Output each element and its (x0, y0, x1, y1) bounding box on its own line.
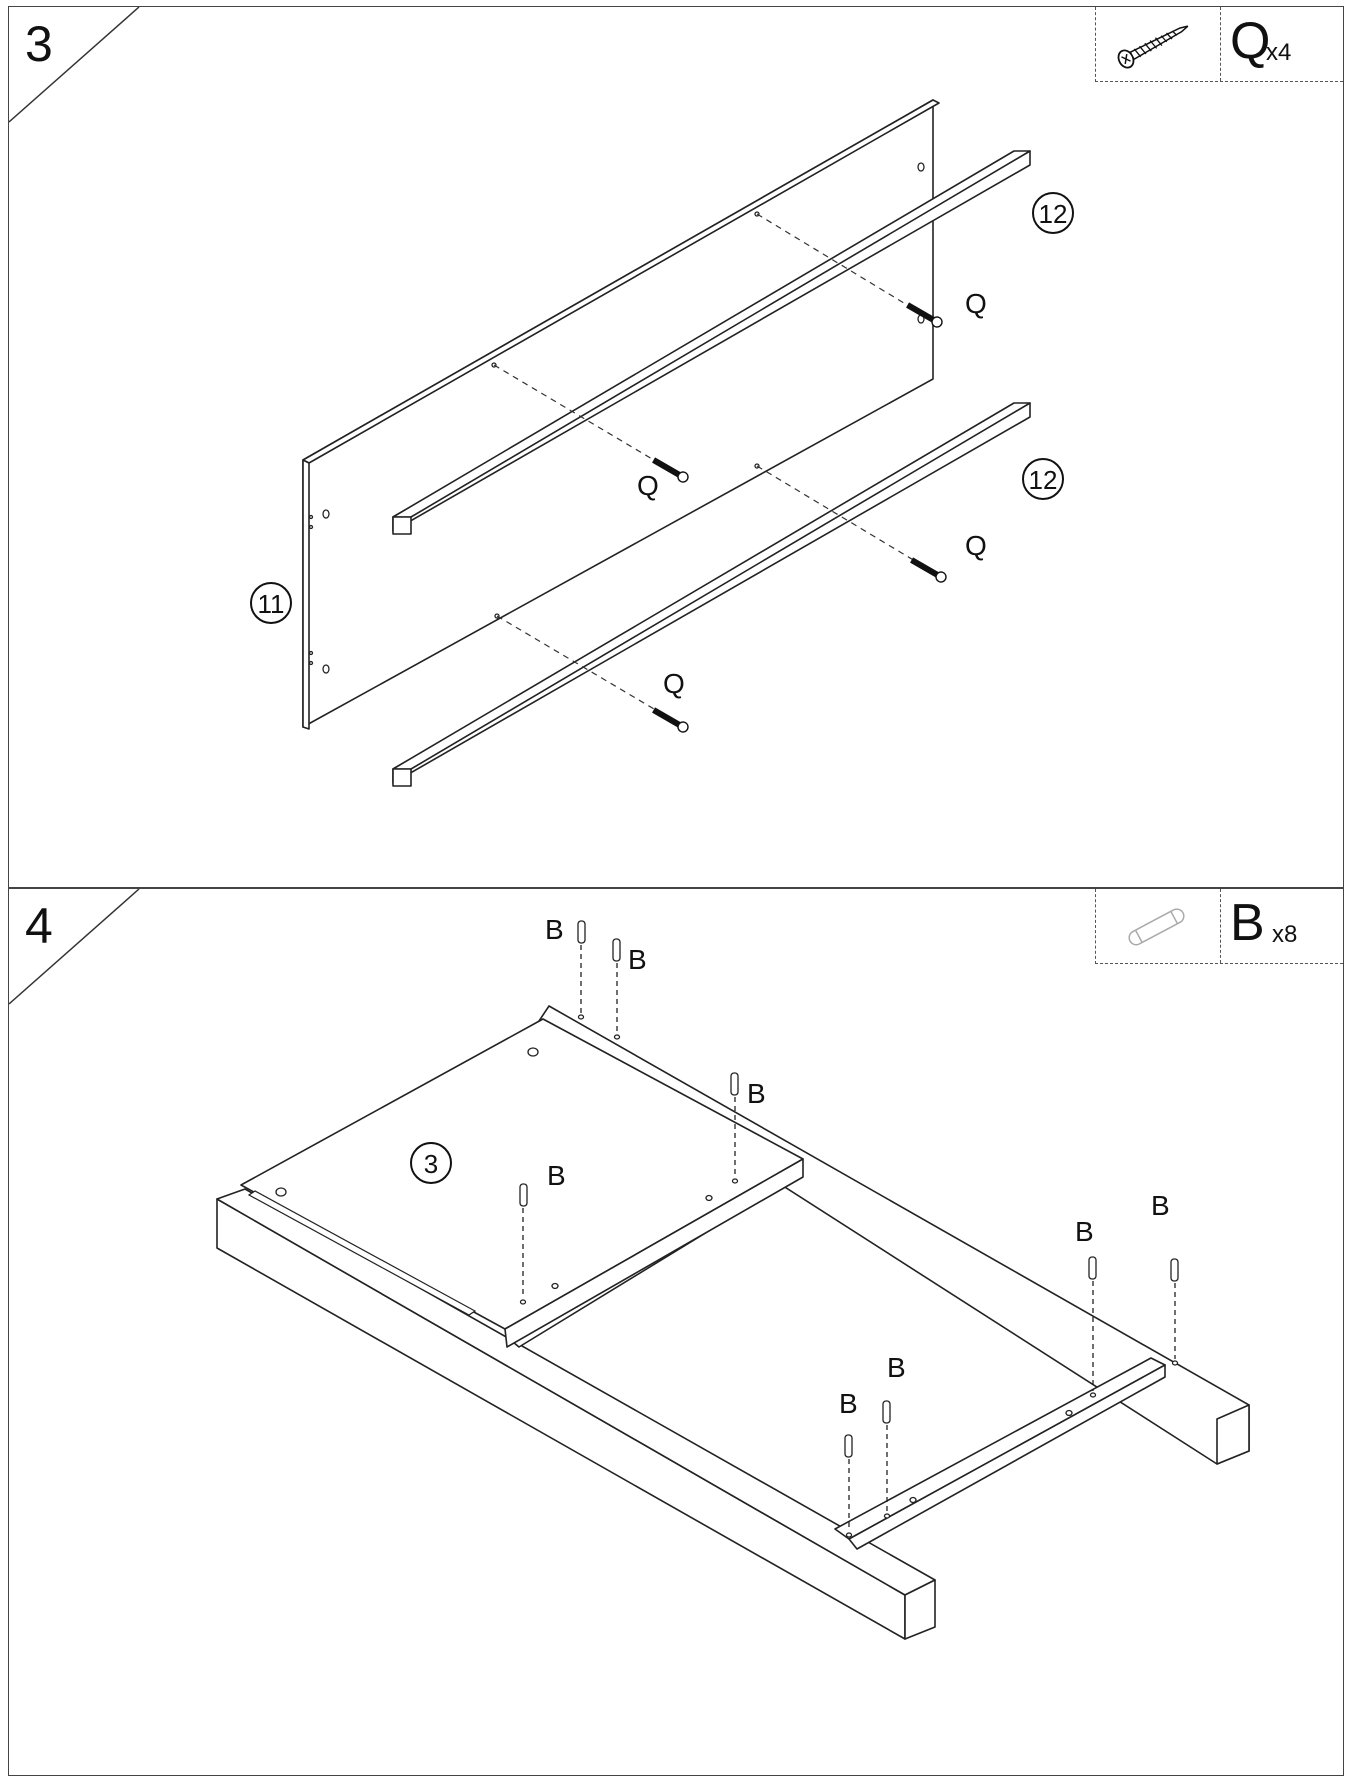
dowel-icon (577, 920, 586, 1013)
dowel-label: B (1151, 1190, 1170, 1221)
dowel-label: B (1075, 1216, 1094, 1247)
cross-rail (834, 1357, 1166, 1550)
part-badge (1022, 458, 1064, 500)
dowel-label: B (628, 944, 647, 975)
step-3-diagram: Q Q Q Q 11 12 12 (9, 7, 1074, 787)
part-number-12: 12 (1039, 199, 1068, 229)
hardware-quantity: x8 (1272, 921, 1298, 948)
board-holes (275, 1014, 1179, 1538)
hardware-letter: Q (1230, 12, 1271, 70)
board-groove (247, 1190, 477, 1316)
part-badge (250, 582, 292, 624)
front-beam (216, 1188, 936, 1640)
hardware-divider (1220, 889, 1221, 963)
dowel-icon (882, 1400, 891, 1512)
step-4-diagram: B B B B B B B B 3 (9, 889, 1250, 1640)
dowel-icon (730, 1072, 739, 1177)
hardware-box: B x8 (1095, 889, 1343, 964)
rail-12-bottom (392, 402, 1031, 787)
dowel-label: B (887, 1352, 906, 1383)
screw-label: Q (637, 470, 659, 501)
corner-diagonal (9, 7, 140, 123)
hardware-divider (1220, 7, 1221, 81)
part-number-3: 3 (424, 1149, 438, 1179)
step-3-panel: 3 Q x4 (8, 6, 1344, 888)
dowel-icon (1088, 1256, 1097, 1391)
dowel-label: B (747, 1078, 766, 1109)
screw-icon (906, 302, 943, 328)
rail-12-top (392, 150, 1031, 535)
step-number: 4 (25, 898, 53, 954)
screw-icon (1117, 25, 1189, 69)
screw-label: Q (663, 668, 685, 699)
dowel-icon (1170, 1258, 1179, 1359)
dowel-label: B (545, 914, 564, 945)
step-number: 3 (25, 16, 53, 72)
part-badge (1032, 192, 1074, 234)
dowel-icon (612, 938, 621, 1033)
screw-label: Q (965, 288, 987, 319)
screw-label: Q (965, 530, 987, 561)
hardware-quantity: x4 (1266, 39, 1292, 66)
hardware-box: Q x4 (1095, 7, 1343, 82)
dowel-label: B (839, 1388, 858, 1419)
panel-holes (308, 162, 925, 674)
corner-diagonal (9, 889, 140, 1005)
guide-lines (493, 213, 936, 723)
dowel-icon (519, 1183, 528, 1298)
screw-icon (652, 457, 689, 483)
screws (652, 302, 947, 733)
dowel-label: B (547, 1160, 566, 1191)
screw-icon (910, 557, 947, 583)
step-4-panel: 4 B x8 (8, 888, 1344, 1776)
part-number-11: 11 (258, 589, 285, 619)
dowel-icon (844, 1434, 853, 1531)
panel-11 (302, 99, 940, 730)
board-3 (240, 1018, 804, 1348)
dowel-icon (1128, 908, 1185, 946)
part-number-12: 12 (1029, 465, 1058, 495)
dowels (519, 920, 1179, 1531)
screw-icon (652, 707, 689, 733)
part-badge (410, 1142, 452, 1184)
hardware-letter: B (1230, 894, 1265, 952)
